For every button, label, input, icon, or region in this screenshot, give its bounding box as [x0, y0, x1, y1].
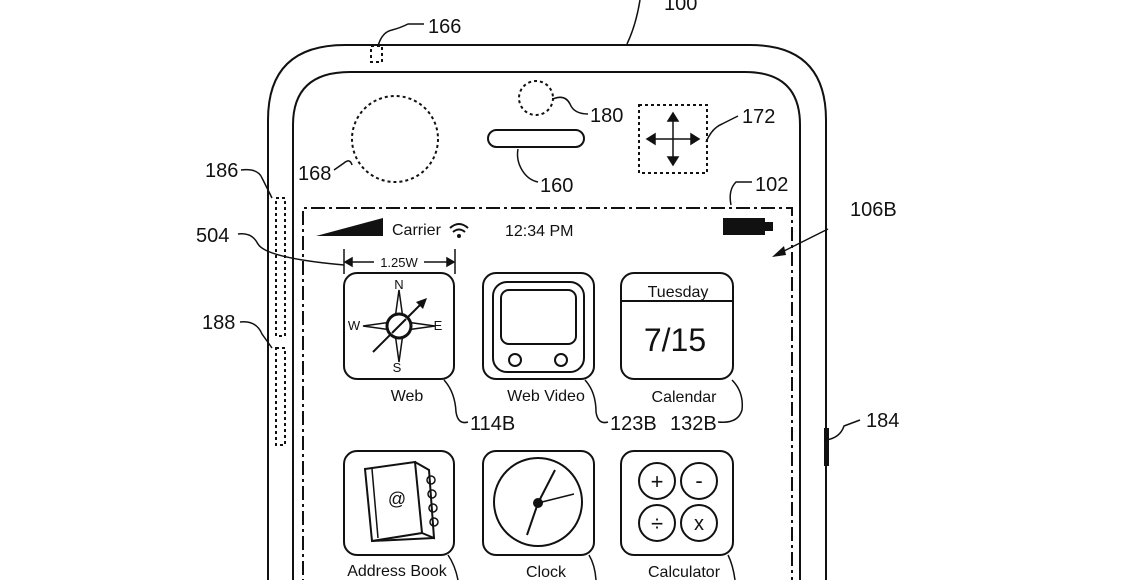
battery-icon — [723, 218, 773, 235]
compass-icon — [363, 290, 435, 362]
app-label-address-book: Address Book — [347, 563, 448, 580]
ref-132b: 132B — [670, 413, 717, 435]
clock-icon — [494, 458, 582, 546]
carrier-label: Carrier — [392, 222, 442, 239]
side-element-188 — [276, 348, 285, 445]
compass-w: W — [348, 318, 361, 333]
side-element-186 — [276, 198, 285, 336]
compass-s: S — [393, 360, 402, 375]
ref-100: 100 — [664, 0, 697, 15]
ref-168: 168 — [298, 163, 331, 185]
app-label-clock: Clock — [526, 564, 567, 580]
ref-102: 102 — [755, 174, 788, 196]
calc-key-divide: ÷ — [651, 511, 663, 536]
compass-e: E — [434, 318, 443, 333]
ref-160: 160 — [540, 175, 573, 197]
ref-186: 186 — [205, 160, 238, 182]
ref-166: 166 — [428, 16, 461, 38]
address-book-at-icon: @ — [388, 489, 406, 509]
signal-strength-icon — [316, 218, 383, 236]
ref-180: 180 — [590, 105, 623, 127]
app-label-web-video: Web Video — [507, 388, 585, 405]
ref-106b: 106B — [850, 199, 897, 221]
dimension-label: 1.25W — [380, 255, 418, 270]
move-arrows-icon — [647, 113, 699, 165]
app-label-web: Web — [391, 388, 424, 405]
ref-172: 172 — [742, 106, 775, 128]
top-element-166 — [371, 46, 382, 62]
app-icon-web-video[interactable] — [483, 273, 594, 379]
calendar-date: 7/15 — [644, 322, 706, 358]
app-icon-calculator[interactable] — [621, 451, 733, 555]
ref-184: 184 — [866, 410, 899, 432]
side-button-184 — [824, 428, 829, 466]
ref-188: 188 — [202, 312, 235, 334]
wifi-icon — [450, 224, 468, 238]
app-label-calendar: Calendar — [652, 389, 718, 406]
tv-icon — [493, 282, 584, 372]
ref-114b: 114B — [470, 413, 515, 435]
front-camera-168 — [352, 96, 438, 182]
calc-key-multiply: x — [694, 513, 704, 535]
calendar-day: Tuesday — [648, 284, 709, 301]
ref-123b: 123B — [610, 413, 657, 435]
calc-key-minus: - — [695, 468, 702, 493]
compass-n: N — [394, 277, 403, 292]
status-time: 12:34 PM — [505, 223, 573, 240]
app-label-calculator: Calculator — [648, 564, 721, 580]
sensor-180 — [519, 81, 553, 115]
ref-504: 504 — [196, 225, 229, 247]
calc-key-plus: + — [651, 469, 664, 494]
speaker-160 — [488, 130, 584, 147]
